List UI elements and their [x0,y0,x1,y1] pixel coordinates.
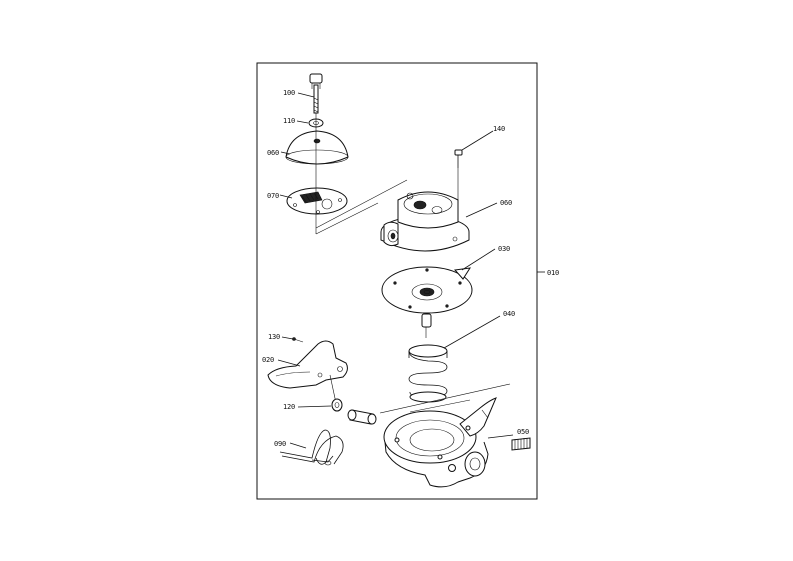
leader-130 [281,336,294,340]
label-060a: 060 [267,149,279,157]
part-090-spring-clip [279,429,344,466]
leader-040 [443,315,501,349]
label-010: 010 [547,269,559,277]
label-020: 020 [262,356,274,364]
leader-120 [297,405,332,408]
part-pin-shaft [347,409,377,425]
diagram-frame [256,62,538,500]
label-130: 130 [268,333,280,341]
part-060-dome-cover [285,130,349,165]
label-110: 110 [283,117,295,125]
part-140-screw [454,149,463,205]
part-130-screw [292,337,304,343]
leader-060b [465,202,498,218]
label-040: 040 [503,310,515,318]
leader-090 [289,442,307,449]
part-030-diaphragm [381,266,473,314]
label-070: 070 [267,192,279,200]
leader-060a [280,151,291,155]
part-060-upper-housing [380,191,470,252]
leader-030 [461,248,496,271]
guide-line-top [315,179,408,229]
leader-110 [296,120,309,124]
guide-line-rocker [329,374,337,404]
part-020-rocker-arm [267,340,348,389]
leader-050 [487,434,514,439]
label-030: 030 [498,245,510,253]
guide-line-lower-b [409,399,471,413]
leader-070 [279,194,293,199]
guide-line-top2 [315,202,379,235]
label-060b: 060 [500,199,512,207]
part-lower-housing [383,397,497,488]
part-040-spring [408,344,448,403]
part-120-bushing [331,398,343,412]
leader-020 [277,359,301,367]
leader-100 [297,92,315,98]
label-090: 090 [274,440,286,448]
leader-140 [461,130,494,151]
part-070-valve-plate [286,187,348,215]
part-pull-rod [421,313,432,338]
part-050-plug [511,437,531,451]
guide-line-lower-a [379,383,511,414]
label-100: 100 [283,89,295,97]
part-100-bolt [309,73,323,114]
label-050: 050 [517,428,529,436]
label-120: 120 [283,403,295,411]
label-140: 140 [493,125,505,133]
